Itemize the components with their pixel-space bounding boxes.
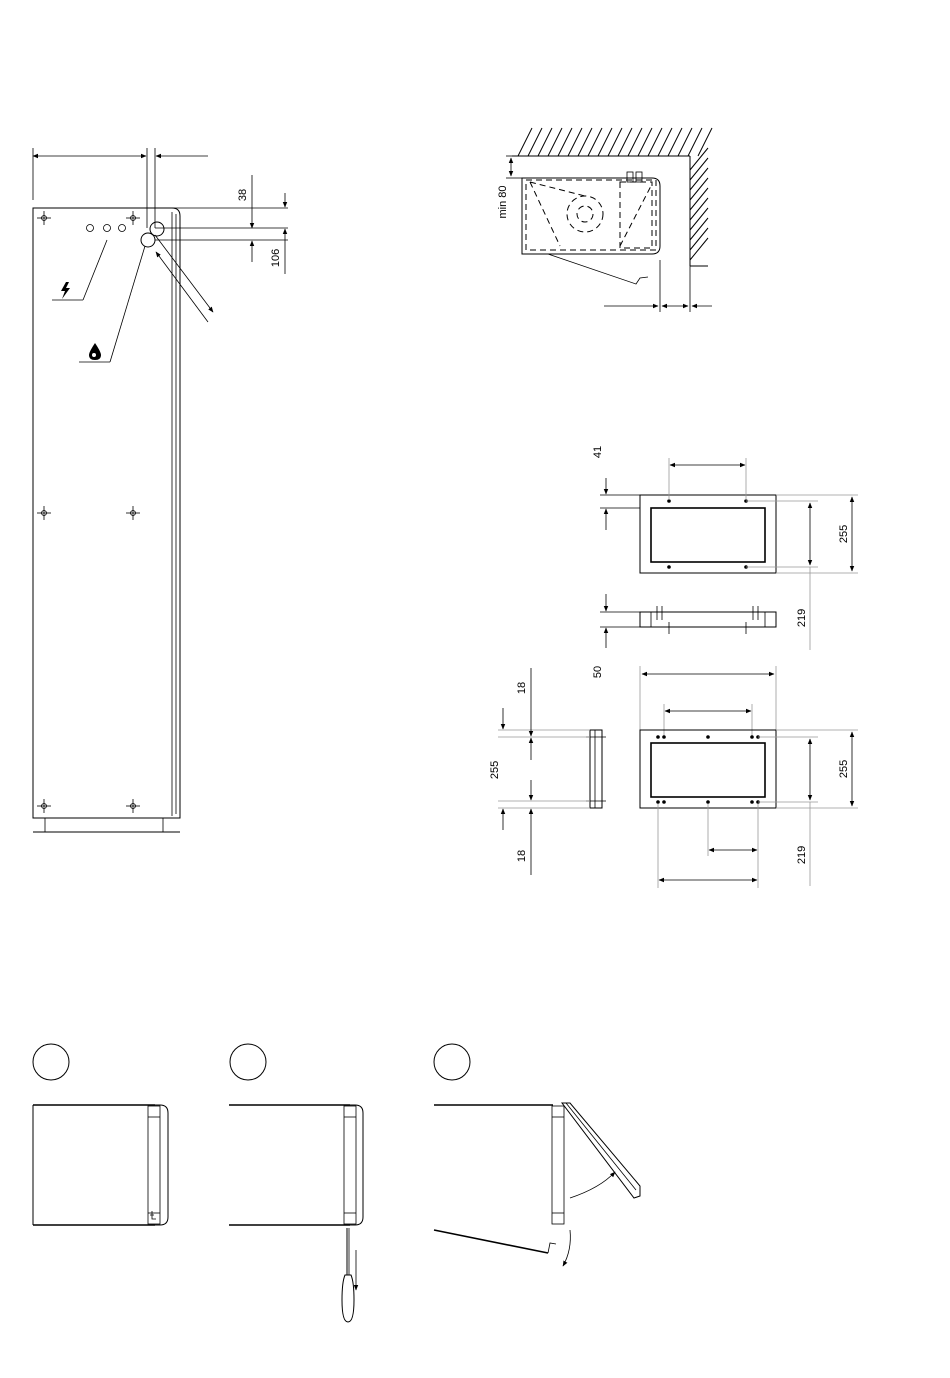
water-drop-icon (89, 343, 101, 360)
dim-106: 106 (270, 249, 282, 267)
lightning-bolt-icon (61, 282, 70, 299)
dim-255-upper: 255 (838, 525, 850, 543)
front-view-unit: 38 106 (33, 148, 288, 832)
unit-body (33, 208, 180, 818)
step-2-circle (230, 1044, 266, 1080)
dim-38: 38 (237, 189, 249, 201)
dim-255-side: 255 (489, 761, 501, 779)
dim-41: 41 (592, 446, 604, 458)
dim-18-top: 18 (516, 682, 528, 694)
screwdriver-icon (342, 1228, 354, 1322)
wall-hatching (518, 128, 712, 266)
mounting-frame-upper: 41 255 219 (592, 446, 858, 650)
top-view-wall-mount: min 80 (497, 128, 712, 312)
step-2 (229, 1044, 363, 1322)
unit-top-outline (522, 178, 660, 254)
dim-255-lower: 255 (838, 760, 850, 778)
dim-219-upper: 219 (796, 609, 808, 627)
mounting-points (37, 211, 140, 813)
dim-50: 50 (592, 666, 604, 678)
mounting-frame-side: 18 255 18 (489, 668, 606, 875)
mounting-frame-profile: 50 (592, 594, 776, 678)
step-1 (33, 1044, 168, 1225)
dim-18-bottom: 18 (516, 850, 528, 862)
dim-219-lower: 219 (796, 846, 808, 864)
step-1-circle (33, 1044, 69, 1080)
step-3-circle (434, 1044, 470, 1080)
dim-min-80: min 80 (497, 185, 509, 218)
mounting-frame-lower: 255 219 (640, 666, 858, 888)
step-3 (434, 1044, 640, 1266)
